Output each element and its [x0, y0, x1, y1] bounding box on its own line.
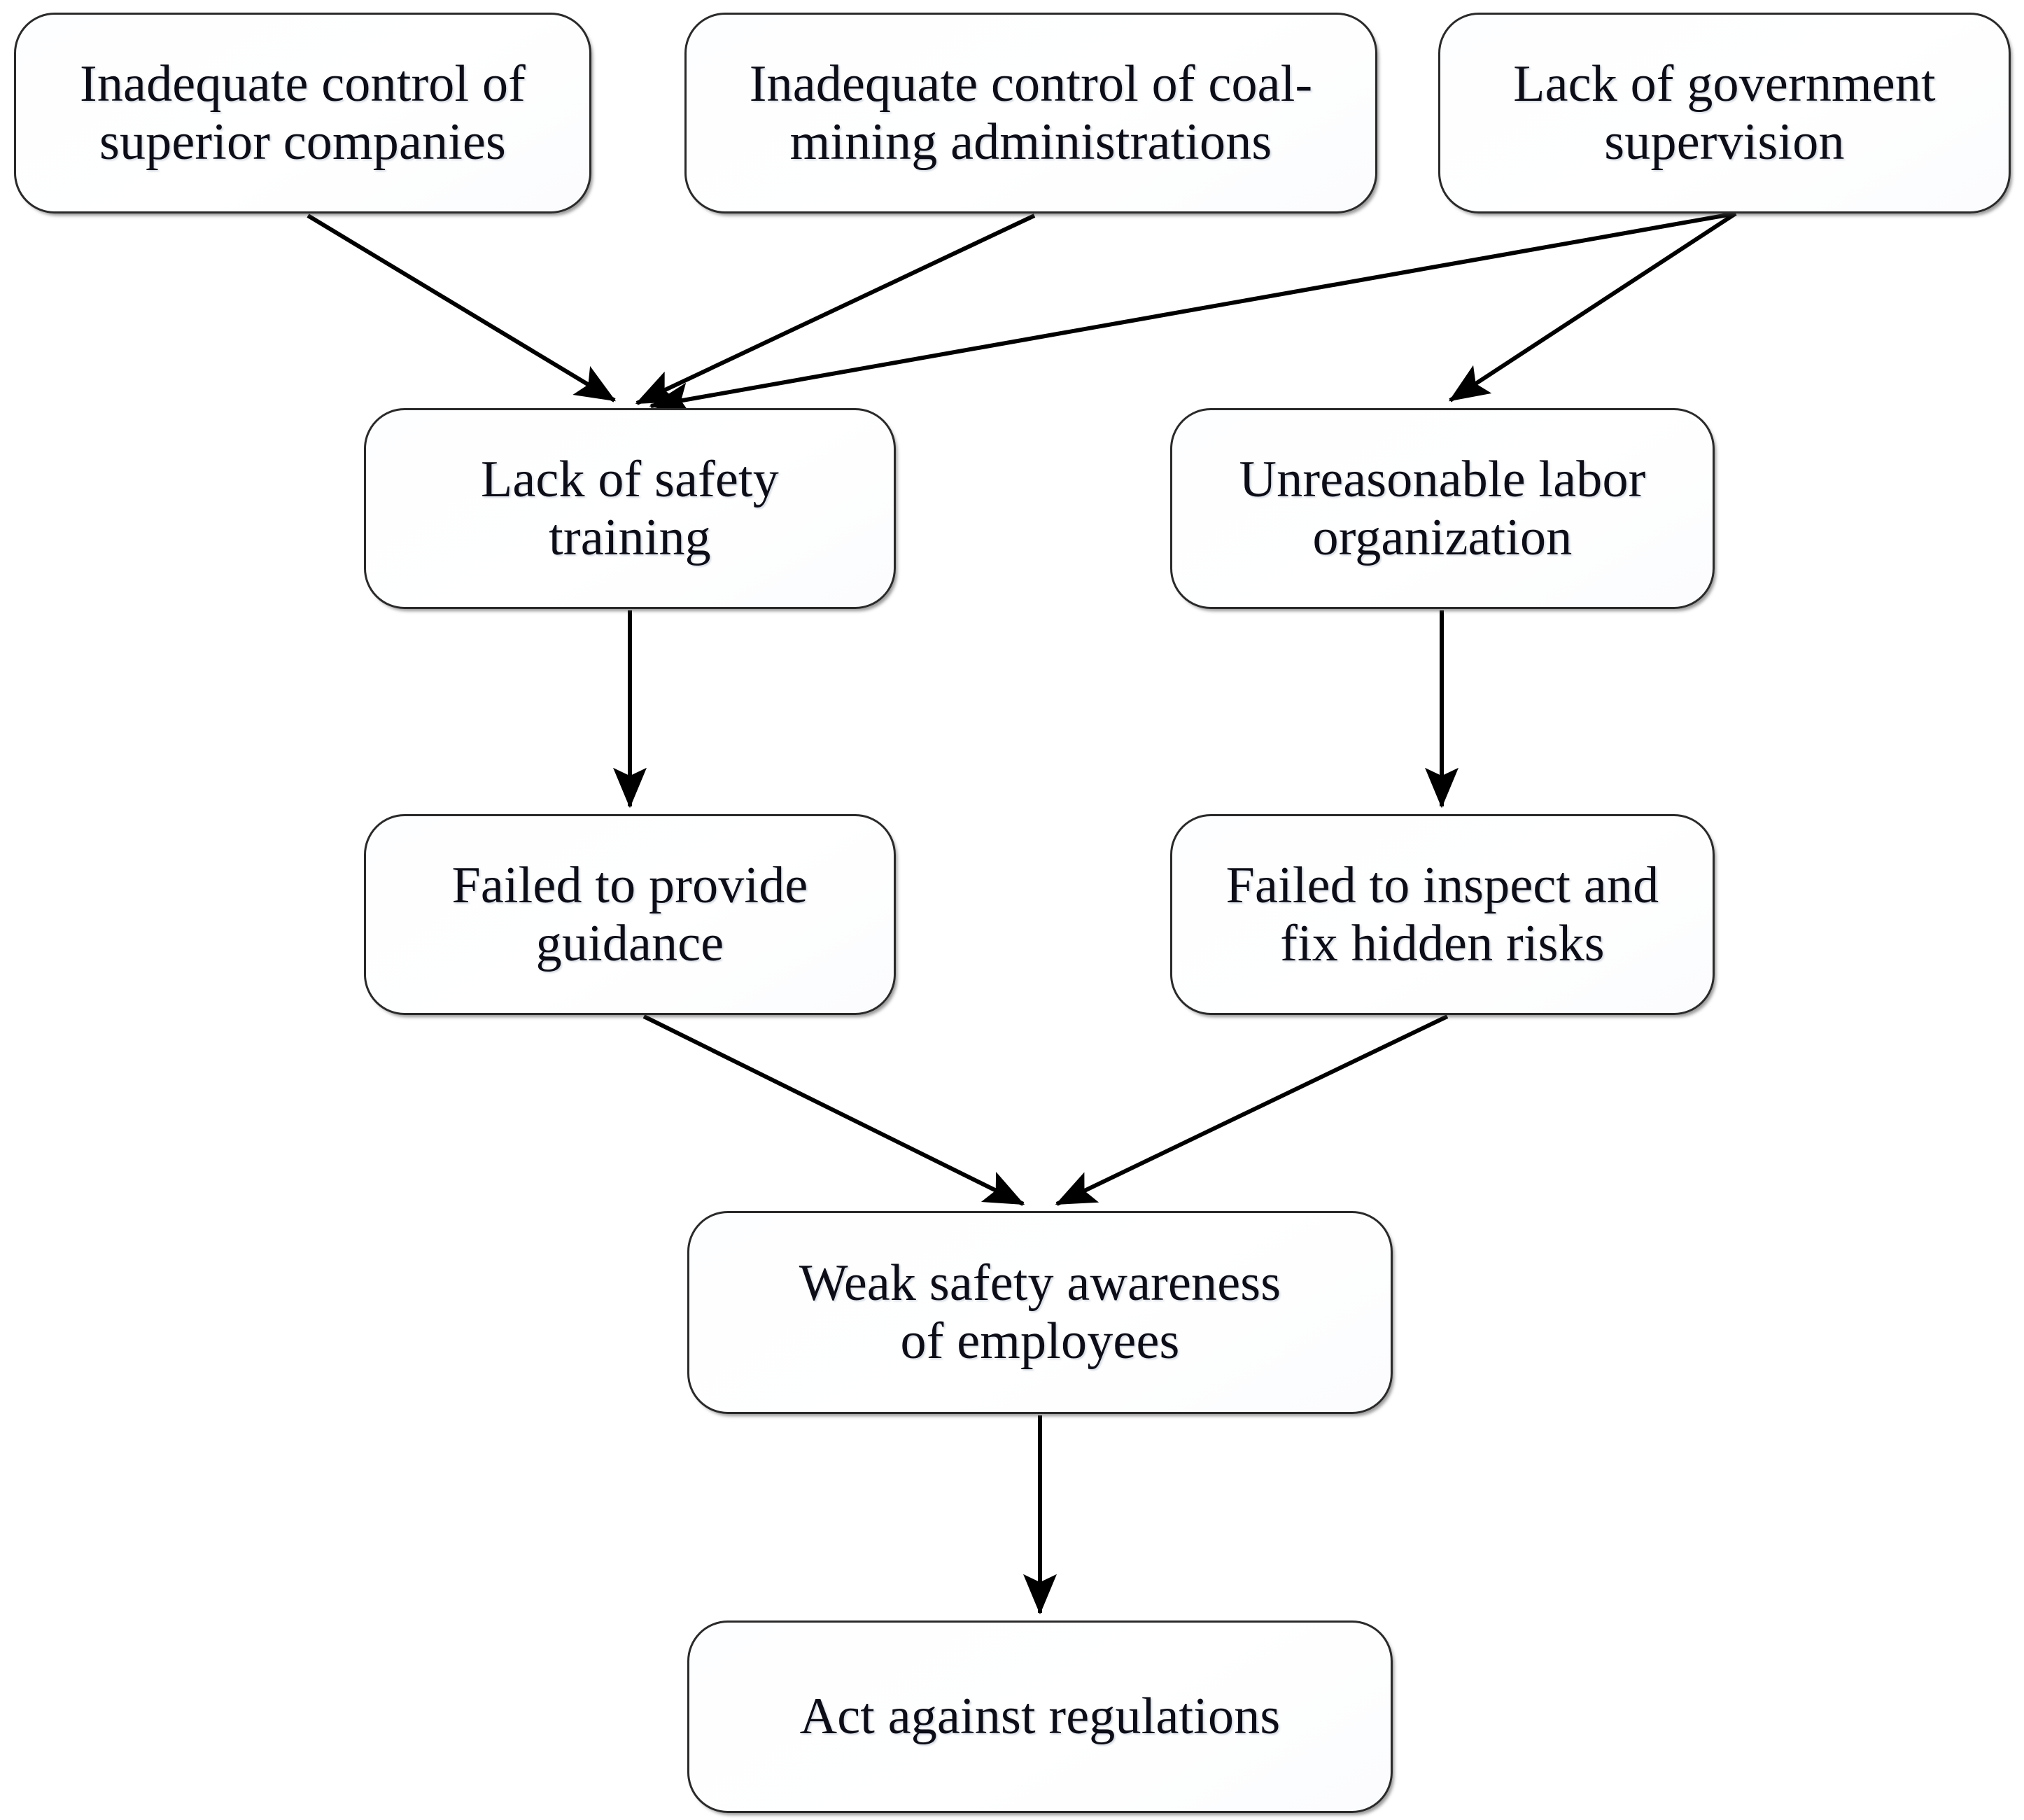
node-lack-of-safety-training[interactable]: Lack of safety training — [364, 408, 896, 609]
node-unreasonable-labor-organization[interactable]: Unreasonable labor organization — [1170, 408, 1715, 609]
node-act-against-regulations[interactable]: Act against regulations — [687, 1620, 1393, 1813]
node-label: Act against regulations — [799, 1688, 1281, 1746]
edge-inspect-fix-risks-to-weak-safety-awareness — [1055, 1014, 1449, 1206]
node-label: Lack of safety training — [480, 450, 780, 566]
node-label: Failed to provide guidance — [451, 856, 808, 972]
node-failed-to-inspect-and-fix-hidden-risks[interactable]: Failed to inspect and fix hidden risks — [1170, 814, 1715, 1015]
node-label: Weak safety awareness of employees — [799, 1254, 1281, 1370]
edge-superior-companies-to-safety-training — [307, 214, 617, 402]
node-inadequate-control-coal-mining-administrations[interactable]: Inadequate control of coal- mining admin… — [684, 13, 1377, 214]
node-label: Inadequate control of superior companies — [79, 55, 526, 171]
node-lack-of-government-supervision[interactable]: Lack of government supervision — [1438, 13, 2011, 214]
node-label: Lack of government supervision — [1513, 55, 1936, 171]
node-failed-to-provide-guidance[interactable]: Failed to provide guidance — [364, 814, 896, 1015]
node-weak-safety-awareness-of-employees[interactable]: Weak safety awareness of employees — [687, 1211, 1393, 1414]
edge-coal-mining-admins-to-safety-training — [635, 214, 1036, 405]
edge-provide-guidance-to-weak-safety-awareness — [642, 1014, 1025, 1206]
edge-government-supervision-to-safety-training — [649, 211, 1736, 416]
edge-government-supervision-to-labor-organization — [1448, 211, 1737, 402]
node-label: Unreasonable labor organization — [1239, 450, 1646, 566]
node-label: Failed to inspect and fix hidden risks — [1225, 856, 1659, 972]
node-inadequate-control-superior-companies[interactable]: Inadequate control of superior companies — [14, 13, 591, 214]
node-label: Inadequate control of coal- mining admin… — [749, 55, 1313, 171]
